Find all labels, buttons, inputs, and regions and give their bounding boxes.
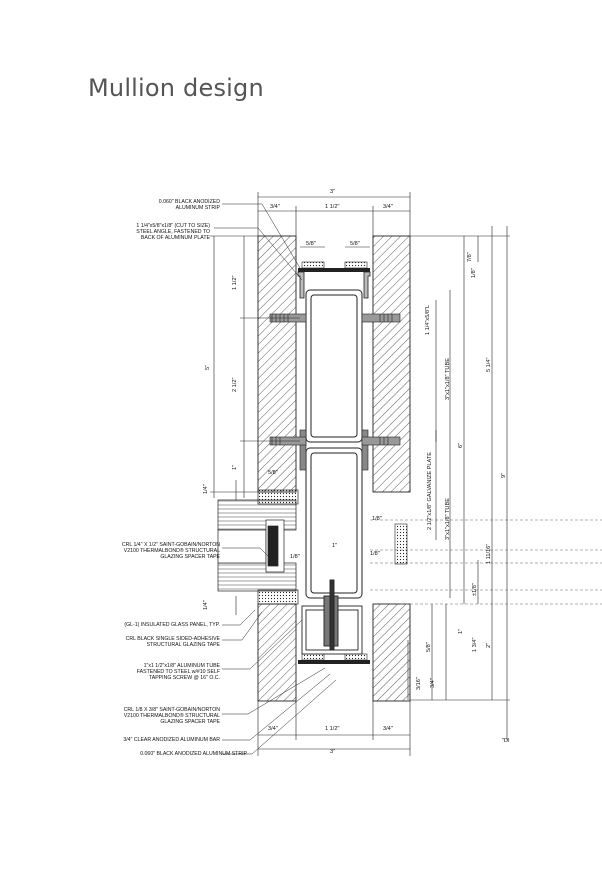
dim-r-plate: 2 1/2"x1/8" GALVANIZE PLATE (427, 452, 433, 530)
dim-gap-left: 5/8" (306, 241, 316, 247)
dim-left-low: 1" (232, 464, 238, 470)
dim-r-one-b: 1" (458, 628, 464, 634)
dim-r-one-three-q: 1 3/4" (472, 637, 478, 652)
black-anodized-strips (298, 268, 370, 664)
dim-top-overall: 3" (330, 189, 336, 195)
dim-r-tube-top: 3"x1"x1/8" TUBE (445, 358, 451, 400)
callout-black-strip-bottom: 0.060" BLACK ANODIZED ALUMINUM STRIP (140, 751, 247, 757)
steel-angles (297, 271, 371, 299)
dim-left-top: 1 1/2" (232, 275, 238, 290)
dim-gap-lower: 5/8" (268, 470, 278, 476)
dim-bottom-right: 3/4" (383, 726, 393, 732)
right-dashed-glass (370, 519, 602, 605)
galvanized-plate (299, 429, 369, 471)
upper-wood-blocks (257, 235, 411, 493)
dim-r-seven-eighths: 7/8" (467, 252, 473, 262)
dim-gap-right: 5/8" (350, 241, 360, 247)
insulated-glass-panel (217, 489, 299, 605)
dim-eighth-c: 1/8" (370, 551, 380, 557)
dim-r-nine: 9" (501, 472, 507, 478)
dim-left-quarter: 1/4" (203, 484, 209, 494)
right-dimension-lines (407, 226, 510, 740)
top-dimension-lines (257, 192, 411, 248)
dim-eighth-b: 1/8" (290, 554, 300, 560)
dim-r-one-eleven: 1 11/16" (486, 543, 492, 564)
dim-top-right: 3/4" (383, 204, 393, 210)
steel-tubes (305, 289, 363, 599)
dim-one-inch: 1" (332, 543, 338, 549)
dim-r-angle: 1 1/4"x5/8"L (425, 304, 431, 335)
dim-bottom-overall: 3" (330, 749, 336, 755)
dim-r-one-eighth: 1/8" (471, 268, 477, 278)
lower-aluminum-tube (301, 579, 363, 655)
callout-insulated-glass: (GL-1) INSULATED GLASS PANEL, TYP. (124, 622, 220, 628)
dim-r-five-eighth: 5/8" (426, 642, 432, 652)
leader-lines (214, 203, 337, 755)
dim-eighth-a: 1/8" (372, 516, 382, 522)
dim-left-quarter-b: 1/4" (203, 600, 209, 610)
page-title: Mullion design (88, 74, 264, 102)
dim-bottom-left: 3/4" (268, 726, 278, 732)
right-spacer (394, 523, 408, 565)
dim-left-mid: 2 1/2" (232, 377, 238, 392)
dim-r-three-sixteenths: 3/16" (416, 677, 422, 690)
dim-r-five-q: 5 1/4" (486, 357, 492, 372)
lower-wood-blocks (257, 603, 411, 702)
dim-r-two: 2" (486, 642, 492, 648)
dim-r-six: 6" (458, 442, 464, 448)
bottom-dimension-lines (257, 700, 411, 756)
dim-r-tube-low: 3"x1"x1/8" TUBE (445, 498, 451, 540)
corner-note: "DI (502, 738, 510, 744)
dim-top-mid: 1 1/2" (325, 204, 340, 210)
dim-top-left: 3/4" (270, 204, 280, 210)
dim-r-three-quarter: 3/4" (430, 678, 436, 688)
callout-steel-angle: 1 1/4"x5/8"x1/8" (CUT TO SIZE)STEEL ANGL… (136, 223, 210, 242)
dim-left-overall: 5" (205, 364, 211, 370)
callout-aluminum-bar: 3/4" CLEAR ANODIZED ALUMINUM BAR (123, 737, 220, 743)
dim-r-sixteenth: ±1/8" (472, 583, 478, 596)
left-dimension-lines (210, 235, 300, 615)
dim-bottom-mid: 1 1/2" (325, 726, 340, 732)
